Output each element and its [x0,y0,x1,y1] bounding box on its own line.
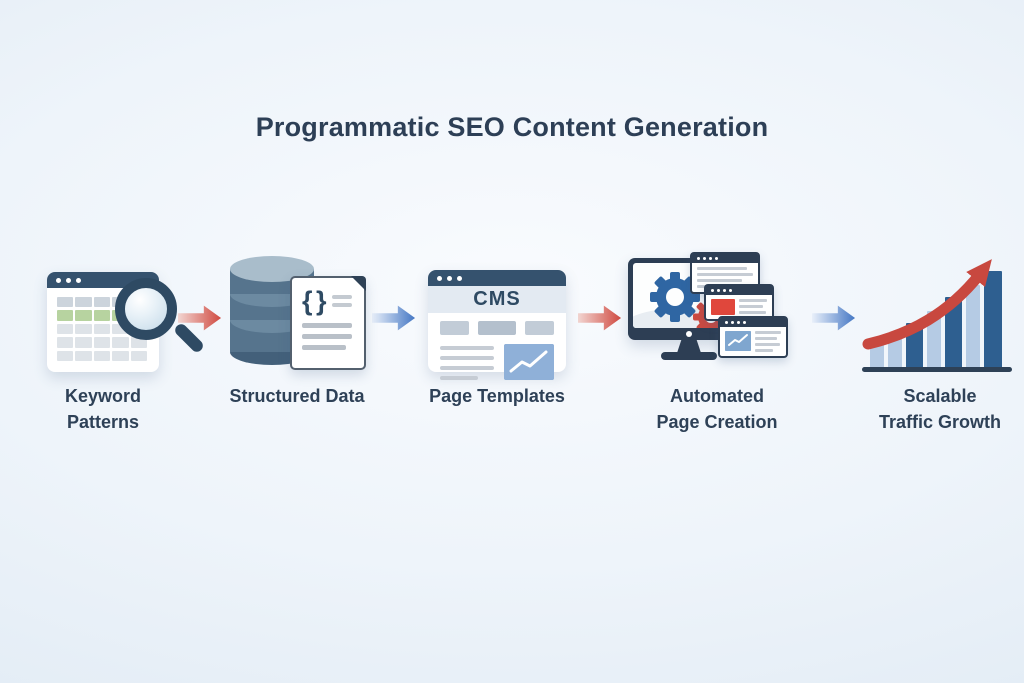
step-label: Scalable Traffic Growth [878,386,1001,432]
growth-bar [927,311,941,367]
mini-chart-icon [725,331,751,351]
generated-page-icon [718,316,788,358]
flow-arrow-blue-icon [812,305,856,331]
step-label: Keyword Patterns [64,386,142,432]
mini-image-block [711,299,735,315]
step-keyword-patterns: Keyword Patterns [28,250,206,435]
document-short-lines [331,295,352,307]
flow-arrow-red-icon [578,305,622,331]
window-dot-icon [76,277,81,283]
automated-page-creation-icon [628,250,806,372]
template-chart-icon [504,344,554,380]
chart-baseline [862,367,1012,372]
window-dot-icon [447,275,452,281]
monitor-power-dot [686,331,692,337]
step-page-templates: CMS Page Templates [416,250,578,409]
step-automated-page-creation: Automated Page Creation [622,250,812,435]
gear-blue-icon [650,272,700,322]
window-dot-icon [66,277,71,283]
growth-bar [966,285,980,367]
growth-bar [984,271,1002,367]
spreadsheet-window-icon [47,272,206,372]
window-dot-icon [437,275,442,281]
cms-title-bar: CMS [428,286,566,313]
step-label: Page Templates [429,386,565,406]
browser-header [428,270,566,286]
mini-text-lines [739,299,767,315]
json-braces: { } [302,286,326,316]
document-corner-fold [351,276,366,291]
growth-arrow-icon [862,259,992,350]
page-templates-icon: CMS [428,250,566,380]
flow-arrow-red-icon [178,305,222,331]
step-structured-data: { } Structured Data [222,250,372,409]
window-dot-icon [457,275,462,281]
mini-text-lines [755,331,781,352]
mini-window-header [706,286,772,295]
step-scalable-traffic-growth: Scalable Traffic Growth [856,250,1024,435]
process-flow: Keyword Patterns [28,250,1012,435]
growth-bar [945,297,962,367]
cms-window-icon: CMS [428,270,566,380]
keyword-patterns-icon [47,250,206,372]
monitor-stand [677,340,701,353]
monitor-base [661,352,717,360]
growth-bar [870,343,884,367]
step-label: Structured Data [229,386,365,406]
growth-bars [870,271,1002,367]
mini-window-header [720,318,786,327]
generated-page-icon [704,284,774,321]
page-title: Programmatic SEO Content Generation [255,112,769,142]
growth-bar [888,335,902,367]
flow-arrow-blue-icon [372,305,416,331]
window-dot-icon [56,277,61,283]
magnifier-icon [115,278,206,355]
step-label: Automated Page Creation [656,386,778,432]
template-blocks [428,313,566,335]
mini-window-header [692,254,758,263]
json-document-icon: { } [290,276,366,370]
template-text-lines [440,344,494,380]
scalable-traffic-growth-icon [862,250,1018,372]
structured-data-icon: { } [228,250,366,372]
document-text-lines [302,323,356,350]
